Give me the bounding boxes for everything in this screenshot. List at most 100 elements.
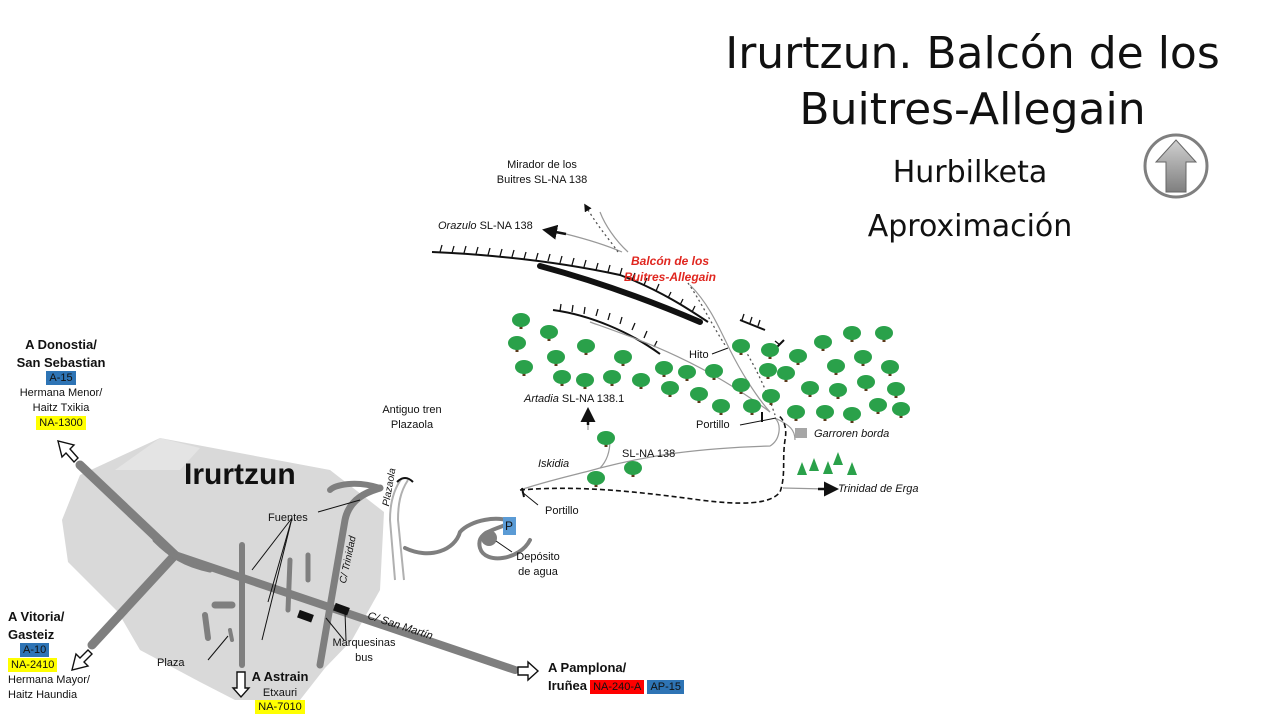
town-area-edge (115, 438, 200, 470)
cliff-hatching (439, 244, 781, 351)
tree-icon (777, 366, 795, 382)
tree-icon (508, 336, 526, 352)
tree-icon (881, 360, 899, 376)
artadia-code: SL-NA 138.1 (558, 393, 625, 405)
mirador-label-line-1: Mirador de los (507, 159, 577, 171)
donostia-note-2: Haitz Txikia (32, 401, 90, 414)
tree-icon (854, 350, 872, 366)
tree-icon (624, 461, 642, 477)
tree-icon (816, 405, 834, 421)
bus-shelter (297, 609, 314, 623)
town-label: Irurtzun (184, 458, 296, 491)
tree-icon (515, 360, 533, 376)
antiguo-tren-label-line-2: Plazaola (390, 418, 434, 431)
water-tank (481, 530, 497, 546)
tree-icon (512, 313, 530, 329)
vitoria-note-1: Hermana Mayor/ (8, 673, 90, 686)
garroren-borda-hut (795, 428, 807, 438)
portillo-upper-label: Portillo (696, 419, 730, 431)
road-donostia (75, 460, 180, 560)
trails (519, 211, 827, 491)
tree-icon (787, 405, 805, 421)
street-plaza-3 (228, 628, 234, 642)
parking-sign (503, 517, 516, 535)
arrow-donostia (57, 440, 79, 464)
deposito-label-line-2: de agua (518, 565, 558, 578)
road-badge-na2410: NA-2410 (8, 657, 58, 672)
sl-na-138-label: SL-NA 138 (622, 448, 676, 460)
deposito-label-line-1: Depósito (516, 551, 560, 563)
tree-icon (814, 335, 832, 351)
antiguo-tren-label: Antiguo tren Plazaola (372, 403, 452, 433)
tree-icon (690, 387, 708, 403)
map-title-line-1: Irurtzun. Balcón de los (725, 28, 1220, 79)
tree-icon (762, 389, 780, 405)
map-title-line-2: Buitres-Allegain (799, 84, 1146, 135)
tree-icon (577, 339, 595, 355)
tree-icon (761, 343, 779, 359)
vitoria-note-2: Haitz Haundia (8, 688, 78, 701)
artadia-label: Artadia SL-NA 138.1 (524, 392, 624, 407)
cliff-east (739, 319, 766, 331)
road-junction (152, 537, 213, 573)
peak-label: Balcón de los Buitres-Allegain (600, 254, 740, 285)
tree-icon (843, 326, 861, 342)
peak-label-line-1: Balcón de los (630, 254, 710, 268)
tree-icon (827, 359, 845, 375)
tree-icon (661, 381, 679, 397)
road-badge-a10: A-10 (20, 643, 50, 658)
iskidia-label: Iskidia (538, 458, 570, 470)
tree-icon (869, 398, 887, 414)
street-plaza-2 (202, 612, 211, 641)
road-upper-loop (327, 480, 383, 493)
tree-icon (540, 325, 558, 341)
portillo-lower-label: Portillo (545, 505, 579, 517)
road-badge-na1300: NA-1300 (36, 415, 86, 430)
orazulo-label: Orazulo SL-NA 138 (438, 219, 533, 234)
tree-icon (597, 431, 615, 447)
tree-icon (892, 402, 910, 418)
leader-lines (207, 347, 777, 661)
tree-icon (678, 365, 696, 381)
pine-tree-icon (823, 461, 833, 474)
parking-icon: P (505, 519, 514, 533)
tree-icon (875, 326, 893, 342)
destination-donostia: A Donostia/ San Sebastian A-15 Hermana M… (2, 336, 120, 430)
pine-tree-icon (797, 462, 807, 475)
arrow-pamplona (517, 660, 540, 682)
tree-icon (655, 361, 673, 377)
bus-shelter (333, 602, 350, 616)
pine-tree-icon (809, 458, 819, 471)
tree-icon (759, 363, 777, 379)
subtitle-spanish: Aproximación (867, 209, 1073, 244)
destination-arrows (57, 440, 540, 699)
astrain-line-2: Etxauri (262, 686, 298, 699)
vitoria-line-2: Gasteiz (8, 626, 55, 642)
marquesinas-label-line-1: Marquesinas (332, 637, 396, 649)
tree-icon (829, 383, 847, 399)
fuentes-label: Fuentes (268, 512, 308, 524)
plazaola-track (388, 477, 403, 581)
cliff-summit-ridge (537, 263, 703, 325)
tree-icon (712, 399, 730, 415)
artadia-name: Artadia (524, 393, 559, 405)
hito-label: Hito (689, 349, 709, 361)
destination-pamplona: A Pamplona/ Iruñea NA-240-A AP-15 (548, 659, 685, 694)
tree-icon (705, 364, 723, 380)
destination-astrain: A Astrain Etxauri NA-7010 (240, 668, 320, 715)
approach-trail (519, 414, 787, 504)
pine-tree-icon (833, 452, 843, 465)
arrow-vitoria (71, 649, 93, 671)
forest (508, 313, 910, 487)
pine-tree-icon (847, 462, 857, 475)
deposito-label: Depósito de agua (508, 550, 568, 580)
tree-icon (614, 350, 632, 366)
street-fuentes-2 (285, 557, 293, 613)
direction-arrows (542, 224, 839, 497)
pamplona-line-1: A Pamplona/ (548, 660, 627, 675)
marquesinas-label: Marquesinas bus (324, 636, 404, 666)
tunnel-mark (396, 477, 414, 483)
donostia-note-1: Hermana Menor/ (19, 386, 103, 399)
tree-icon (632, 373, 650, 389)
